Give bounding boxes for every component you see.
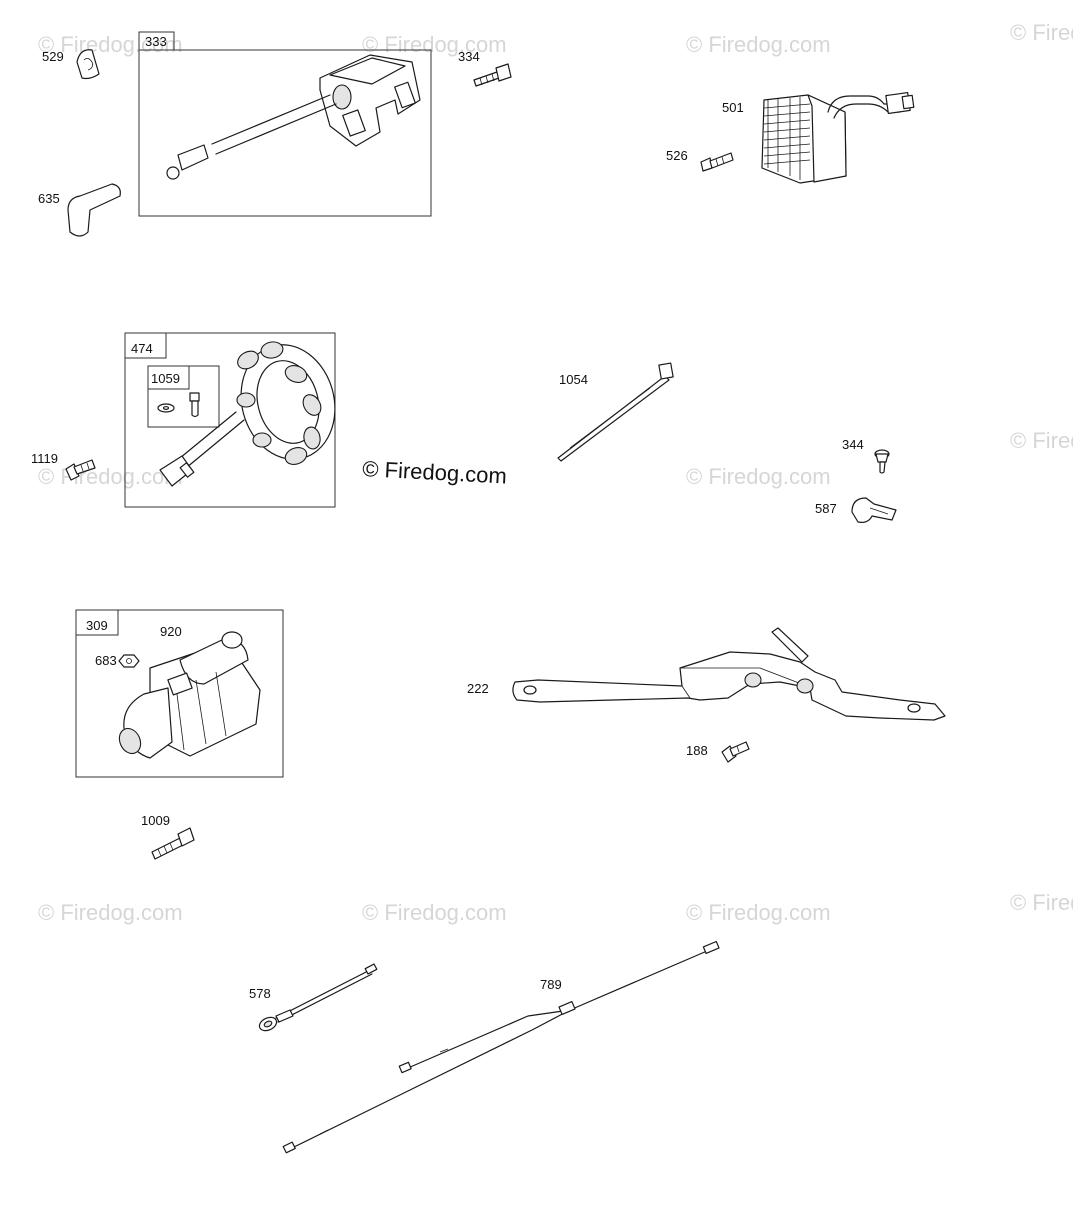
regulator-501[interactable] xyxy=(761,91,915,184)
cable-tie-1054[interactable] xyxy=(557,362,674,462)
watermark: © Firedog.com xyxy=(1010,20,1073,45)
part-label-789[interactable]: 789 xyxy=(540,977,562,992)
group-333-frame xyxy=(138,31,432,217)
ignition-armature[interactable] xyxy=(166,54,421,180)
part-label-501[interactable]: 501 xyxy=(722,100,744,115)
part-label-222[interactable]: 222 xyxy=(467,681,489,696)
watermark: © Firedog.com xyxy=(362,32,507,57)
part-label-683[interactable]: 683 xyxy=(95,653,117,668)
watermark: © Firedog.com xyxy=(38,900,183,925)
watermark: © Firedog.com xyxy=(38,32,183,57)
clip-587[interactable] xyxy=(851,497,897,523)
watermark-center: © Firedog.com xyxy=(362,456,508,489)
group-309-frame xyxy=(75,609,284,778)
part-label-1119[interactable]: 1119 xyxy=(31,451,58,466)
part-label-333[interactable]: 333 xyxy=(145,34,167,49)
screw-344[interactable] xyxy=(874,449,890,474)
wire-harness-789[interactable] xyxy=(282,940,720,1154)
watermark: © Firedog.com xyxy=(38,464,183,489)
screw-526[interactable] xyxy=(700,152,734,172)
watermarks: © Firedog.com © Firedog.com © Firedog.co… xyxy=(38,20,1073,925)
part-label-309[interactable]: 309 xyxy=(86,618,108,633)
part-label-587[interactable]: 587 xyxy=(815,501,837,516)
bracket-222[interactable] xyxy=(512,627,946,721)
part-label-1059[interactable]: 1059 xyxy=(151,371,180,386)
part-label-529[interactable]: 529 xyxy=(42,49,64,64)
bolt-1009[interactable] xyxy=(151,827,195,860)
group-474-frame xyxy=(124,332,336,508)
group-333: 333 xyxy=(138,31,432,217)
wire-578[interactable] xyxy=(257,963,378,1033)
watermark: © Firedog.com xyxy=(362,900,507,925)
part-label-526[interactable]: 526 xyxy=(666,148,688,163)
group-474: 474 1059 xyxy=(124,332,347,508)
watermark: © Firedog.com xyxy=(686,32,831,57)
washer-screw-1059[interactable] xyxy=(157,392,200,418)
watermark: © Firedog.com xyxy=(1010,890,1073,915)
screw-188[interactable] xyxy=(721,741,750,763)
nut-683[interactable] xyxy=(118,654,140,668)
clip-529[interactable] xyxy=(76,49,100,80)
starter-motor-920[interactable] xyxy=(115,631,261,759)
screw-334[interactable] xyxy=(473,63,512,87)
spark-plug-boot-635[interactable] xyxy=(67,183,121,237)
group-309: 309 920 683 xyxy=(75,609,284,778)
part-label-344[interactable]: 344 xyxy=(842,437,864,452)
part-label-474[interactable]: 474 xyxy=(131,341,153,356)
part-label-635[interactable]: 635 xyxy=(38,191,60,206)
part-label-920[interactable]: 920 xyxy=(160,624,182,639)
watermark: © Firedog.com xyxy=(686,900,831,925)
part-label-1054[interactable]: 1054 xyxy=(559,372,588,387)
part-label-188[interactable]: 188 xyxy=(686,743,708,758)
part-label-1009[interactable]: 1009 xyxy=(141,813,170,828)
watermark: © Firedog.com xyxy=(1010,428,1073,453)
watermark: © Firedog.com xyxy=(686,464,831,489)
part-label-334[interactable]: 334 xyxy=(458,49,480,64)
alternator-stator[interactable] xyxy=(159,334,347,487)
screw-1119[interactable] xyxy=(65,459,96,481)
group-1059-frame xyxy=(147,365,220,428)
part-label-578[interactable]: 578 xyxy=(249,986,271,1001)
